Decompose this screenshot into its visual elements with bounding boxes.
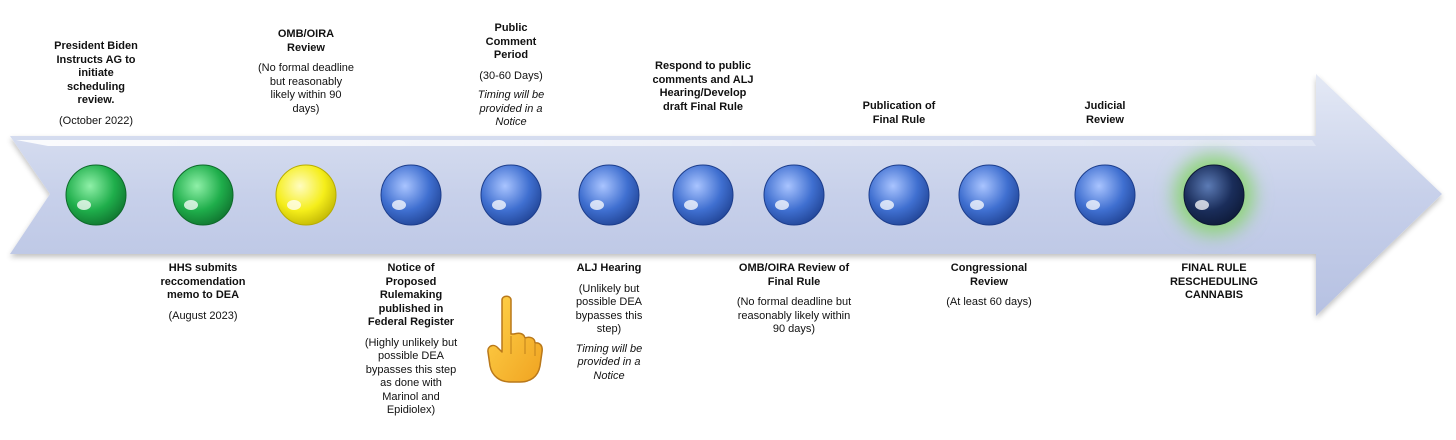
milestone-detail: (At least 60 days) [946,296,1032,308]
milestone-dot-respond-comments [672,164,734,226]
milestone-title: Respond to public comments and ALJ Heari… [652,60,754,113]
milestone-title: HHS submits reccomendation memo to DEA [160,262,246,301]
milestone-detail: (Unlikely but possible DEA bypasses this… [575,282,643,336]
milestone-dots [65,155,1254,235]
milestone-dot-shine [287,200,301,210]
milestone-dot-nprm [380,164,442,226]
milestone-title: OMB/OIRA Review of Final Rule [738,262,850,288]
milestone-dot-omb-oira-final [763,164,825,226]
milestone-dot-shine [1195,200,1209,210]
milestone-note: Timing will be provided in a Notice [477,89,545,128]
milestone-dot-shine [492,200,506,210]
milestone-dot-hhs-memo [172,164,234,226]
milestone-dot-shine [1086,200,1100,210]
milestone-dot-shine [775,200,789,210]
milestone-dot-omb-oira-review [275,164,337,226]
milestone-title: ALJ Hearing [576,262,642,274]
milestone-title: OMB/OIRA Review [277,28,335,54]
milestone-label-final-rule: FINAL RULE RESCHEDULING CANNABIS [1164,262,1264,303]
milestone-label-respond-comments: Respond to public comments and ALJ Heari… [651,60,755,114]
milestone-title: Public Comment Period [485,22,537,61]
pointing-hand-icon [487,295,543,383]
milestone-dot-shine [590,200,604,210]
milestone-title: Congressional Review [950,262,1028,288]
milestone-label-alj-hearing: ALJ Hearing (Unlikely but possible DEA by… [563,262,655,383]
milestone-dot-shine [184,200,198,210]
milestone-title: Notice of Proposed Rulemaking published … [367,262,455,328]
milestone-detail: (No formal deadline but reasonably likel… [736,296,852,335]
milestone-label-publication-final: Publication of Final Rule [851,100,947,127]
milestone-label-nprm: Notice of Proposed Rulemaking published … [362,262,460,418]
milestone-label-omb-oira-review: OMB/OIRA Review (No formal deadline but r… [258,28,354,116]
milestone-dot-shine [392,200,406,210]
milestone-title: FINAL RULE RESCHEDULING CANNABIS [1169,262,1258,301]
milestone-detail: (August 2023) [168,309,238,322]
milestone-dot-final-rule [1183,164,1245,226]
milestone-title: President Biden Instructs AG to initiate… [54,40,138,106]
milestone-dot-publication-final [868,164,930,226]
milestone-dot-biden-instructs [65,164,127,226]
milestone-title: Judicial Review [1084,100,1126,126]
milestone-label-judicial-review: Judicial Review [1070,100,1140,127]
milestone-label-hhs-memo: HHS submits reccomendation memo to DEA (A… [157,262,249,323]
milestone-dot-alj-hearing [578,164,640,226]
milestone-detail: (Highly unlikely but possible DEA bypass… [364,336,458,417]
milestone-detail: (No formal deadline but reasonably likel… [258,62,354,115]
milestone-title: Publication of Final Rule [862,100,936,126]
milestone-label-omb-oira-final: OMB/OIRA Review of Final Rule (No formal … [732,262,856,337]
milestone-note: Timing will be provided in a Notice [575,342,643,382]
milestone-dot-congressional-review [958,164,1020,226]
milestone-dot-public-comment [480,164,542,226]
milestone-label-congressional-review: Congressional Review (At least 60 days) [944,262,1034,310]
milestone-dot-shine [77,200,91,210]
milestone-dot-shine [880,200,894,210]
milestone-detail: (October 2022) [59,114,133,127]
milestone-label-biden-instructs: President Biden Instructs AG to initiate… [48,40,144,128]
milestone-dot-judicial-review [1074,164,1136,226]
arrow-highlight [16,140,1316,146]
milestone-detail: (30-60 Days) [479,69,543,82]
milestone-label-public-comment: Public Comment Period (30-60 Days) Timing … [469,22,553,130]
milestone-dot-shine [684,200,698,210]
milestone-dot-shine [970,200,984,210]
